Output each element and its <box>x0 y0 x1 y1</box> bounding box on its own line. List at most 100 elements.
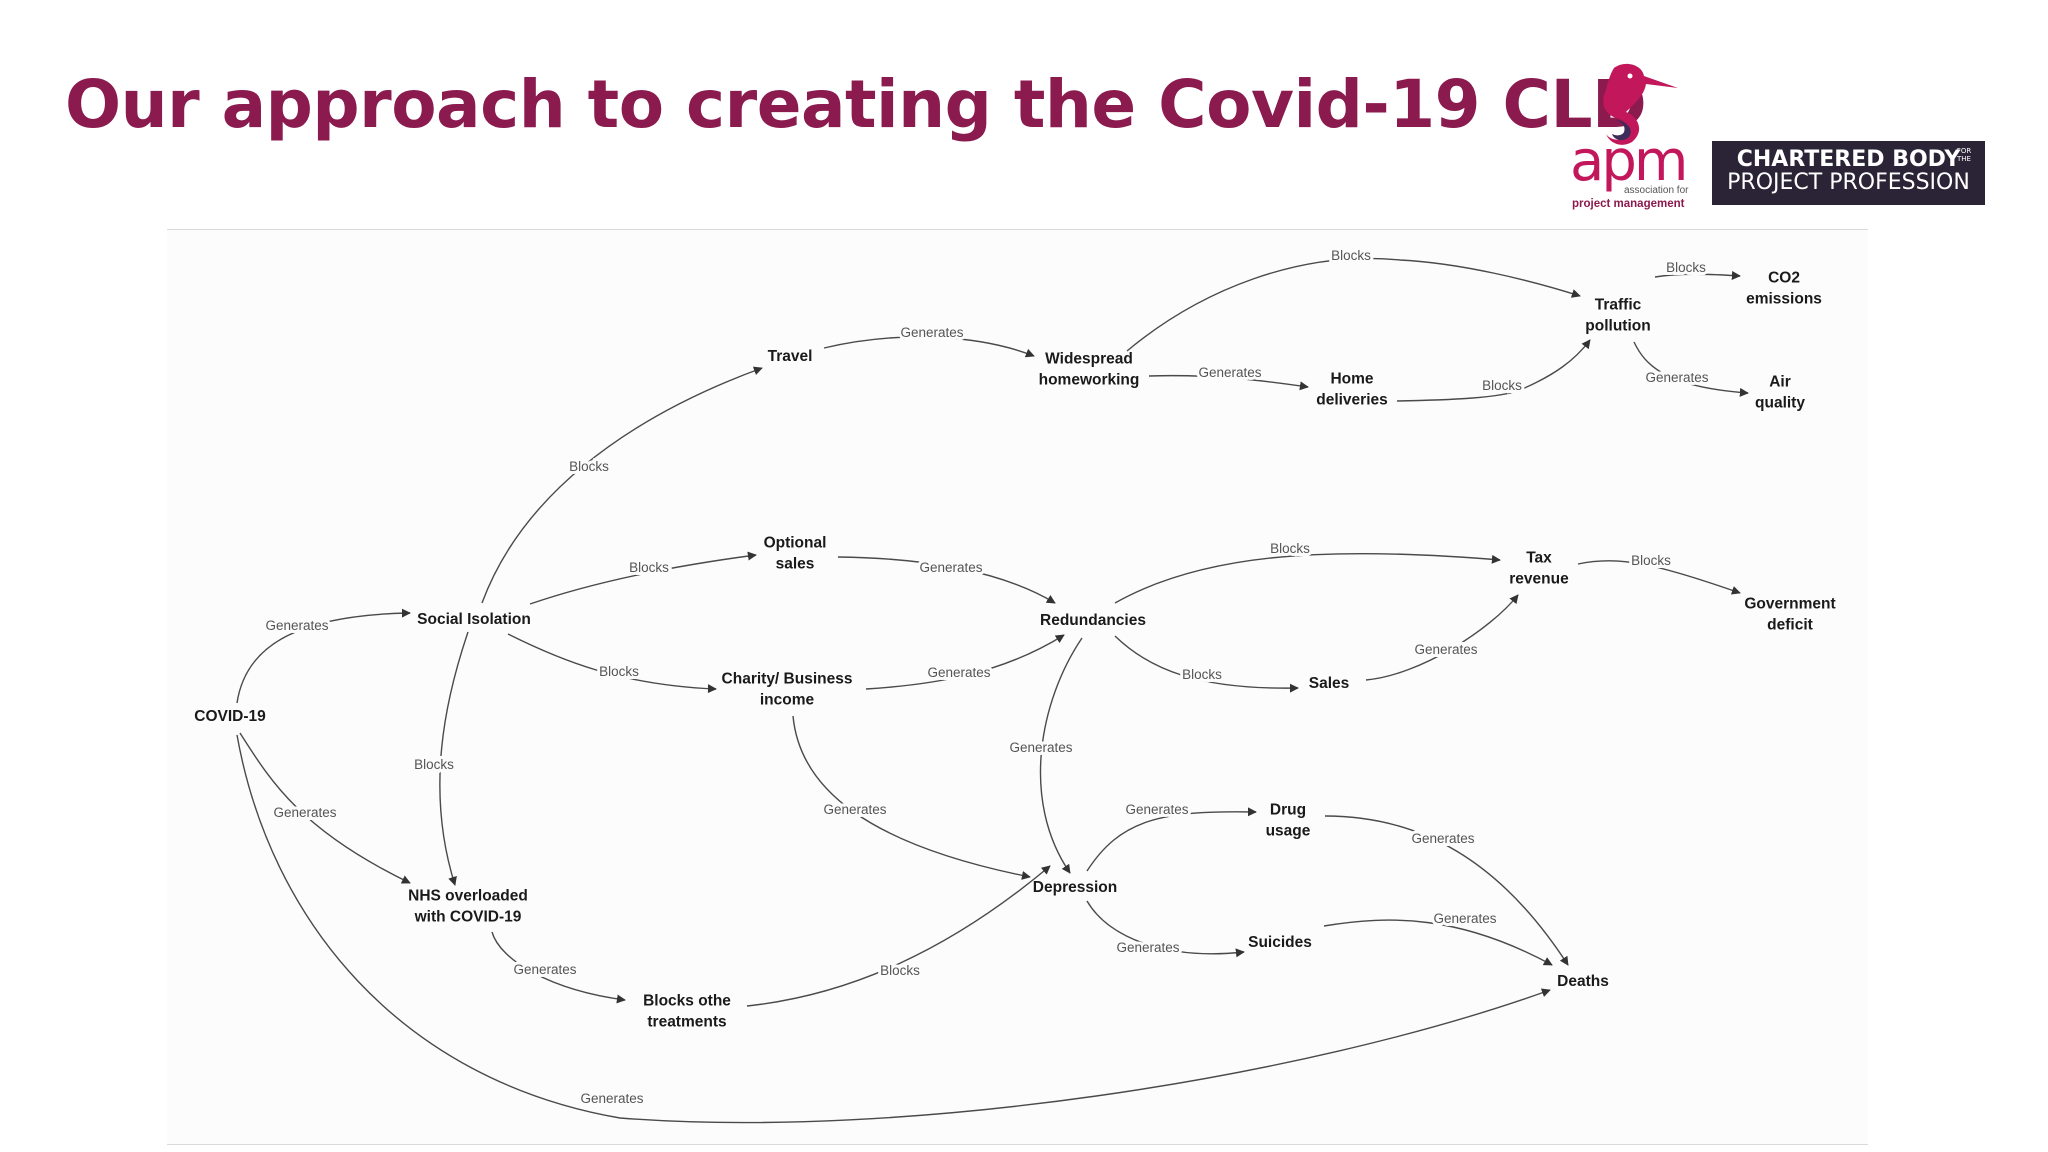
edge-label: Blocks <box>629 560 669 575</box>
node-nhs-overloaded: NHS overloaded with COVID-19 <box>408 888 528 926</box>
edge-label: Generates <box>900 325 963 340</box>
node-label-line: Air <box>1769 374 1791 391</box>
node-redundancies: Redundancies <box>1040 612 1146 629</box>
heron-bird-icon <box>1603 63 1678 145</box>
node-label-line: Depression <box>1033 879 1117 896</box>
edge-label: Generates <box>1009 740 1072 755</box>
node-tax-revenue: Tax revenue <box>1509 550 1569 588</box>
node-label-line: usage <box>1266 823 1311 840</box>
edge-label: Generates <box>823 802 886 817</box>
node-label-line: NHS overloaded <box>408 888 528 905</box>
edge-label: Generates <box>1198 365 1261 380</box>
node-label-line: COVID-19 <box>194 708 266 725</box>
edge-label: Generates <box>580 1091 643 1106</box>
edge-sales-to-tax-revenue <box>1577 560 1741 595</box>
edge-label: Blocks <box>1270 541 1310 556</box>
node-label-line: Blocks othe <box>643 993 731 1010</box>
node-deaths: Deaths <box>1557 973 1609 990</box>
edge-traffic-pollution-to-co2-emissions <box>1654 270 1741 280</box>
edge-label: Generates <box>1433 911 1496 926</box>
node-label-line: Travel <box>768 348 813 365</box>
node-label-line: income <box>760 692 815 709</box>
node-label-line: sales <box>776 556 815 573</box>
node-label-line: Redundancies <box>1040 612 1146 629</box>
node-charity-income: Charity/ Business income <box>722 671 853 709</box>
edge-social-isolation-to-travel <box>481 366 763 604</box>
node-label-line: Home <box>1330 371 1373 388</box>
edge-redundancies-to-depression <box>1365 594 1519 681</box>
edge-label: Blocks <box>1482 378 1522 393</box>
edge-label: Blocks <box>1666 260 1706 275</box>
node-label-line: Social Isolation <box>417 611 531 628</box>
node-suicides: Suicides <box>1248 934 1312 951</box>
chartered-body-badge: CHARTERED BODY PROJECT PROFESSION FOR TH… <box>1712 141 1985 205</box>
node-label-line: Deaths <box>1557 973 1609 990</box>
node-label-line: Widespread <box>1045 351 1133 368</box>
node-label-line: pollution <box>1585 318 1650 335</box>
edge-label: Generates <box>513 962 576 977</box>
node-label-line: Optional <box>764 535 827 552</box>
edge-label: Blocks <box>599 664 639 679</box>
node-covid19: COVID-19 <box>194 708 266 725</box>
node-traffic-pollution: Traffic pollution <box>1585 297 1650 335</box>
slide-title: Our approach to creating the Covid-19 CL… <box>65 66 1647 143</box>
node-label-line: revenue <box>1509 571 1569 588</box>
edge-label: Generates <box>1645 370 1708 385</box>
node-label-line: Charity/ Business <box>722 671 853 688</box>
node-co2-emissions: CO2 emissions <box>1746 270 1822 308</box>
edge-widespread-homeworking-to-home-deliveries <box>1148 374 1309 391</box>
edge-widespread-homeworking-to-traffic-pollution <box>1126 257 1581 352</box>
node-label-line: Traffic <box>1595 297 1642 314</box>
edge-blocks-other-treatments-to-depression <box>1039 637 1083 874</box>
edge-label: Generates <box>927 665 990 680</box>
node-travel: Travel <box>768 348 813 365</box>
edge-label: Blocks <box>1182 667 1222 682</box>
node-label-line: Suicides <box>1248 934 1312 951</box>
node-label-line: quality <box>1755 395 1805 412</box>
edge-depression-to-suicides <box>1086 900 1245 958</box>
charter-line1: CHARTERED BODY <box>1736 147 1961 172</box>
edge-redundancies-to-tax-revenue <box>1114 552 1501 604</box>
node-air-quality: Air quality <box>1755 374 1805 412</box>
node-label-line: Tax <box>1526 550 1552 567</box>
edge-optional-sales-to-redundancies <box>837 556 1056 604</box>
edge-label: Generates <box>1116 940 1179 955</box>
diagram-panel <box>167 229 1868 1145</box>
charter-line2: PROJECT PROFESSION <box>1727 170 1970 195</box>
edge-label: Generates <box>1125 802 1188 817</box>
edge-label: Blocks <box>1631 553 1671 568</box>
edge-label: Blocks <box>414 757 454 772</box>
node-depression: Depression <box>1033 879 1117 896</box>
node-label-line: emissions <box>1746 291 1822 308</box>
edge-covid19-to-social-isolation <box>236 608 411 704</box>
edge-social-isolation-to-optional-sales <box>529 551 757 605</box>
apm-logo: apm association for project management <box>1570 63 1689 210</box>
edge-covid19-to-deaths <box>236 734 1551 1124</box>
edge-charity-income-to-depression <box>792 715 1031 880</box>
edge-label: Blocks <box>569 459 609 474</box>
node-label-line: homeworking <box>1039 372 1140 389</box>
edge-label: Generates <box>273 805 336 820</box>
node-label-line: treatments <box>647 1014 726 1031</box>
edge-travel-to-widespread-homeworking <box>823 336 1035 358</box>
apm-logo-subtitle: project management <box>1572 198 1685 210</box>
edge-covid19-to-nhs-overloaded <box>239 732 411 884</box>
node-label-line: with COVID-19 <box>414 909 522 926</box>
edge-label: Generates <box>1411 831 1474 846</box>
node-social-isolation: Social Isolation <box>417 611 531 628</box>
apm-logo-text: apm <box>1570 129 1685 194</box>
charter-small-text: FOR THE <box>1956 147 1972 163</box>
node-label-line: deficit <box>1767 617 1813 634</box>
edge-charity-income-to-redundancies <box>865 634 1065 690</box>
node-widespread-homeworking: Widespread homeworking <box>1039 351 1140 389</box>
edge-social-isolation-to-nhs-overloaded <box>439 631 469 886</box>
edge-suicides-to-deaths <box>1323 919 1553 966</box>
node-label-line: CO2 <box>1768 270 1800 287</box>
edge-drug-usage-to-deaths <box>1324 815 1569 966</box>
edge-label: Blocks <box>880 963 920 978</box>
node-label-line: deliveries <box>1316 392 1388 409</box>
node-sales: Sales <box>1309 675 1350 692</box>
node-home-deliveries: Home deliveries <box>1316 371 1388 409</box>
edge-label: Generates <box>265 618 328 633</box>
